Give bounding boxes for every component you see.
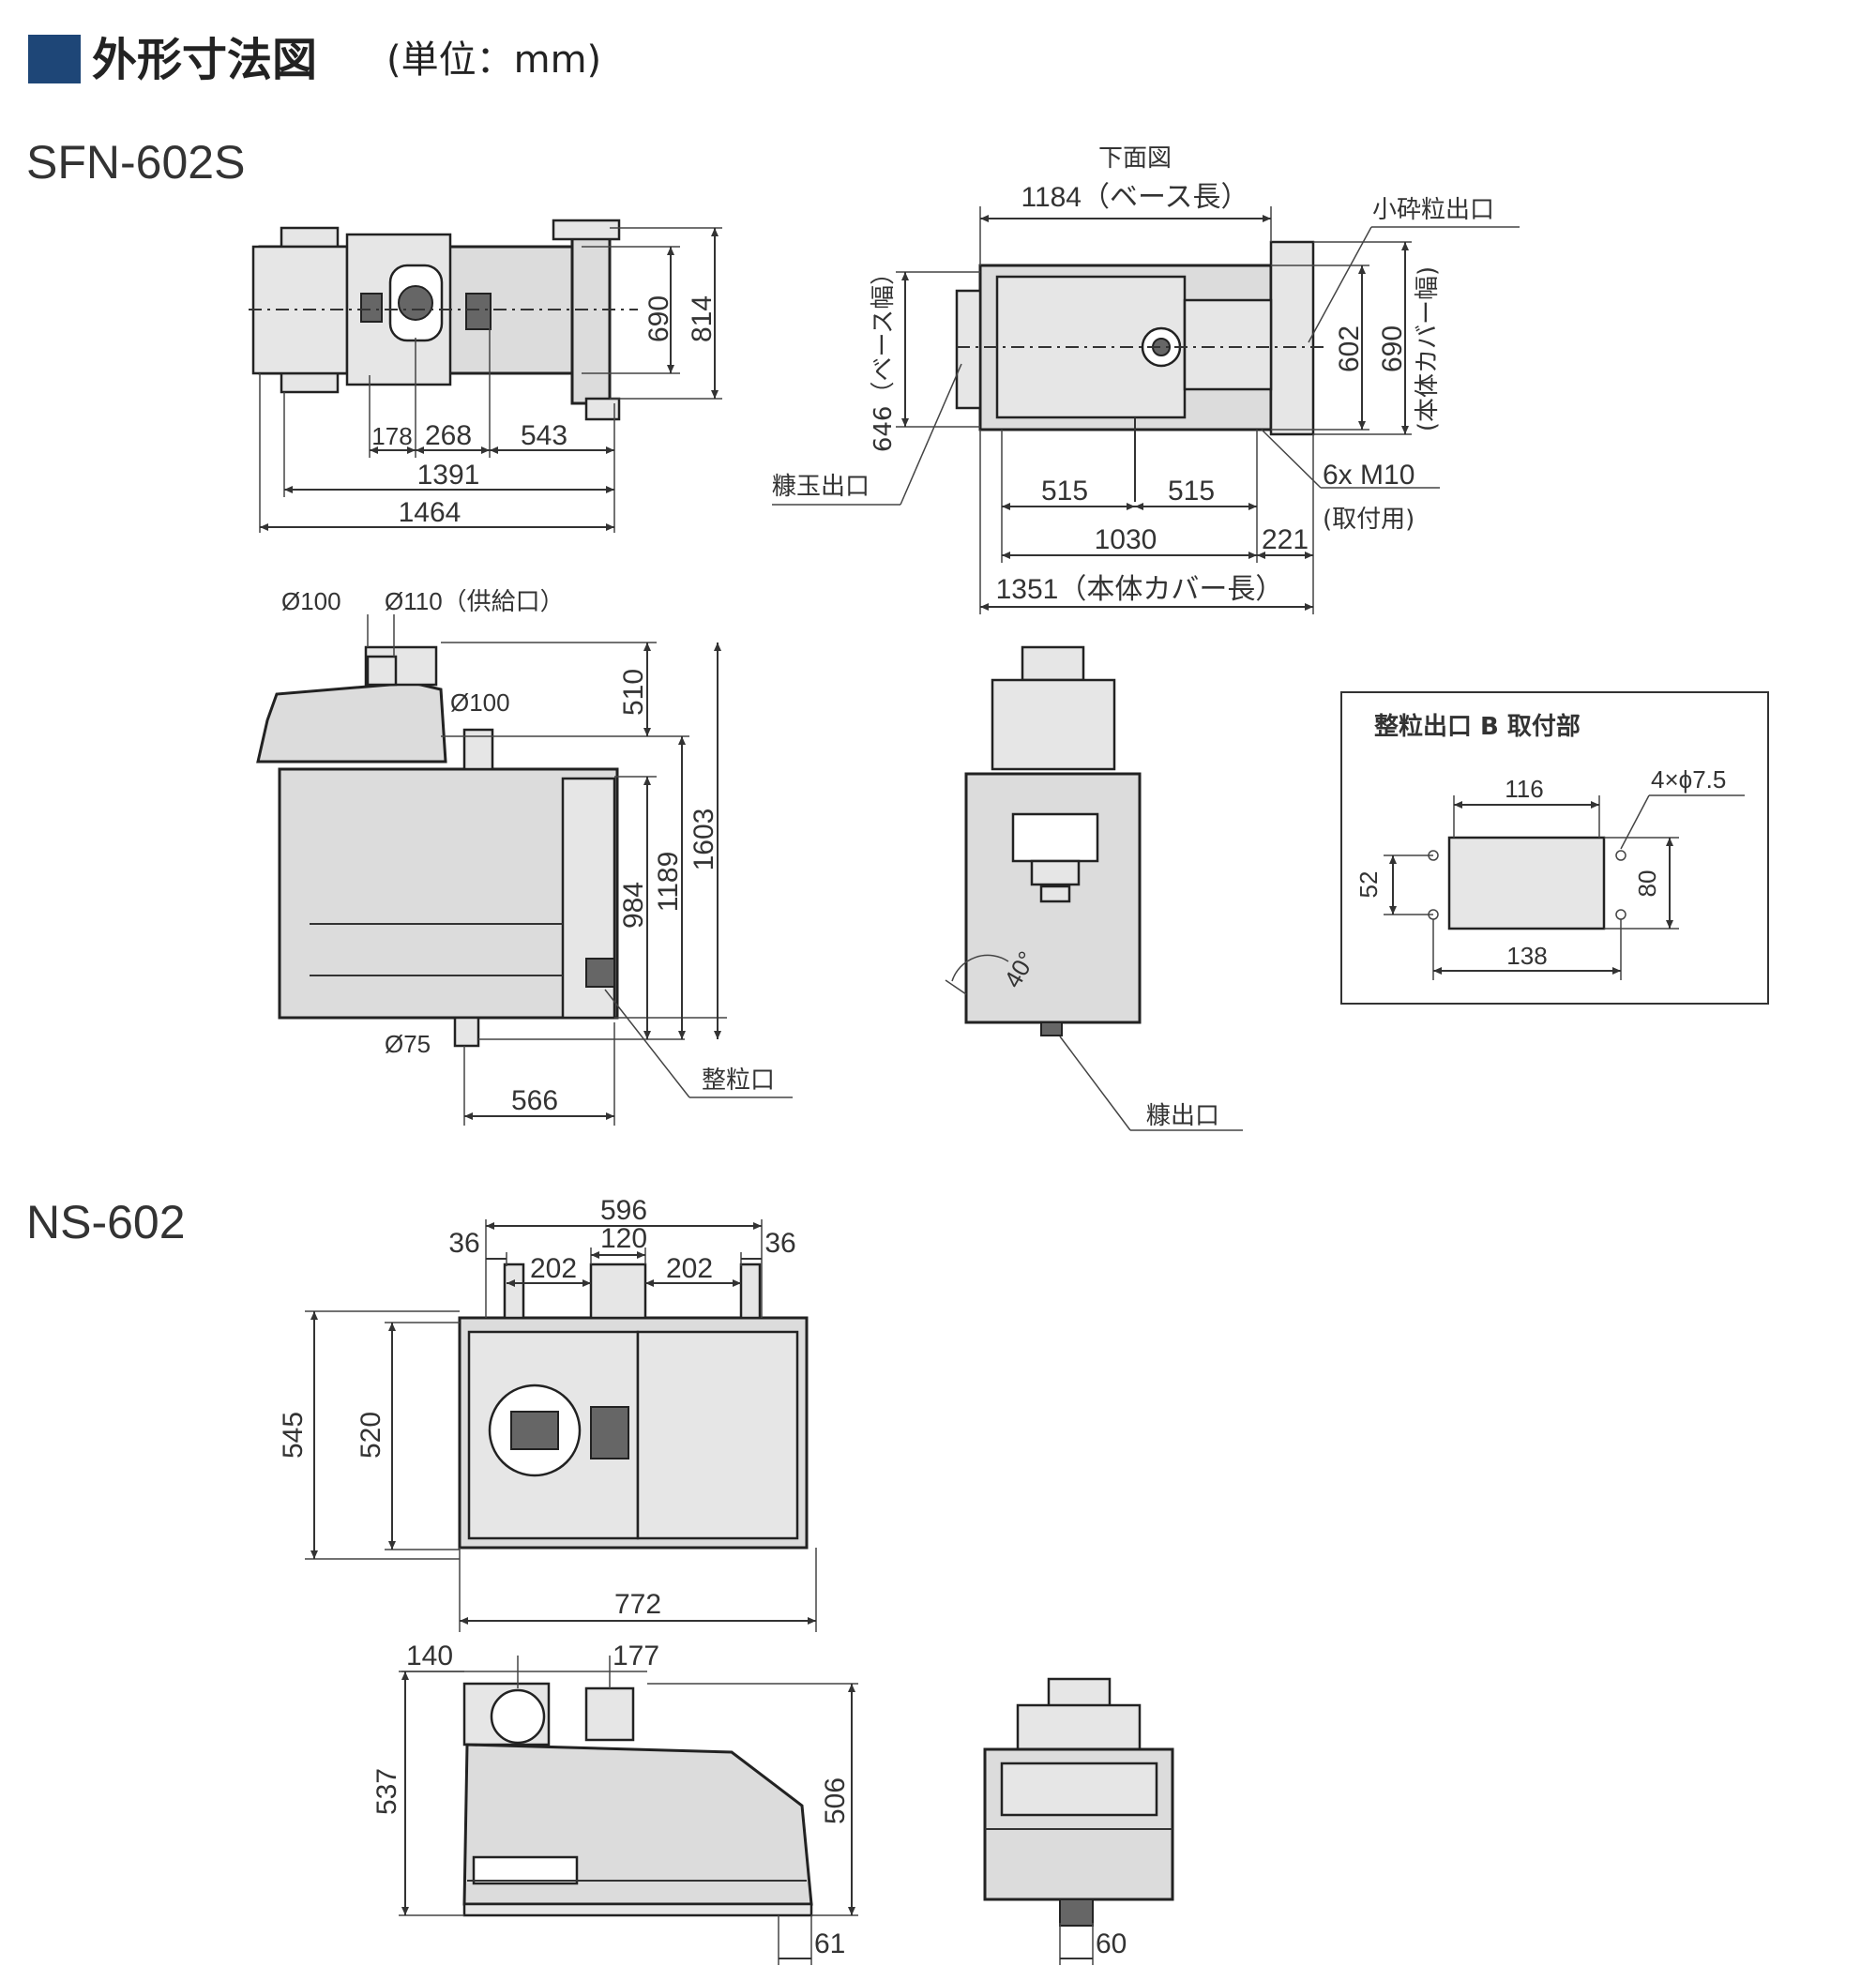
sfn-top-d1391: 1391 — [417, 460, 480, 491]
ns-top-dimensions: 596 36 36 120 202 202 545 520 772 — [278, 1195, 817, 1632]
ns-front-d60: 60 — [1096, 1928, 1127, 1959]
sfn-bottom-d690: 690 — [1377, 325, 1408, 372]
ns-side-view — [462, 1682, 813, 1917]
sfn-inset-holes: 4×ϕ7.5 — [1651, 765, 1726, 794]
ns-side-d177: 177 — [613, 1641, 659, 1671]
ns-top-d202b: 202 — [666, 1253, 713, 1284]
sfn-bran-outlet-label: 糠出口 — [1146, 1102, 1219, 1130]
sfn-top-d814: 814 — [687, 295, 718, 342]
sfn-cover-width-label: (本体カバー幅) — [1414, 266, 1442, 431]
sfn-inset-title: 整粒出口 B 取付部 — [1374, 712, 1581, 741]
sfn-bottom-view — [955, 240, 1327, 502]
model-name-ns: NS-602 — [26, 1196, 186, 1248]
ns-top-d772: 772 — [614, 1589, 661, 1620]
ns-side-d506: 506 — [820, 1777, 851, 1824]
sfn-top-dimensions: 690 814 178 268 543 1391 1464 — [259, 227, 722, 533]
sfn-inset-d52: 52 — [1354, 871, 1383, 899]
ns-top-d520: 520 — [356, 1412, 386, 1459]
sfn-top-d1464: 1464 — [399, 497, 461, 528]
sfn-bottom-d1351: 1351（本体カバー長） — [996, 574, 1284, 605]
sfn-fine-outlet-label: 糠玉出口 — [772, 473, 870, 501]
sfn-bottom-d602: 602 — [1334, 325, 1365, 372]
ns-front-view — [983, 1677, 1174, 1927]
sfn-side-d110: Ø110（供給口） — [385, 587, 565, 615]
sfn-top-d543: 543 — [521, 420, 567, 451]
sfn-top-d268: 268 — [425, 420, 472, 451]
sfn-side-d75: Ø75 — [385, 1030, 431, 1058]
sfn-bottom-d646: 646（ベース幅） — [870, 261, 898, 452]
ns-top-d120: 120 — [600, 1223, 647, 1254]
sfn-bottom-d221: 221 — [1262, 524, 1309, 555]
sfn-front-view — [964, 645, 1142, 1036]
ns-front-dimensions: 60 — [1059, 1923, 1127, 1965]
sfn-grain-port-label: 整粒口 — [702, 1066, 775, 1095]
sfn-bottom-dimensions: 1184（ベース長） 小砕粒出口 646（ベース幅） 602 690 (本体カバ… — [772, 182, 1520, 614]
ns-top-d202a: 202 — [530, 1253, 577, 1284]
sfn-side-dimensions: Ø100 Ø110（供給口） Ø100 510 1603 1189 984 Ø7… — [281, 587, 793, 1126]
sfn-inset-box: 整粒出口 B 取付部 116 4×ϕ7.5 52 80 138 — [1340, 691, 1769, 1005]
ns-side-d140: 140 — [406, 1641, 453, 1671]
ns-top-d36a: 36 — [448, 1228, 479, 1259]
sfn-bolt-note: (取付用) — [1323, 506, 1415, 534]
sfn-bottom-view-title: 下面図 — [1098, 144, 1172, 173]
unit-note: (単位：mm) — [386, 38, 601, 82]
sfn-bottom-d1030: 1030 — [1095, 524, 1157, 555]
sfn-inset-d116: 116 — [1505, 775, 1543, 803]
sfn-top-d690: 690 — [643, 295, 674, 342]
sfn-inset-d80: 80 — [1633, 870, 1661, 898]
model-name-sfn: SFN-602S — [26, 136, 245, 189]
sfn-bottom-d515a: 515 — [1041, 476, 1088, 507]
sfn-side-d100b: Ø100 — [450, 688, 510, 717]
sfn-small-outlet-label: 小砕粒出口 — [1372, 196, 1494, 224]
sfn-bolt-label: 6x M10 — [1323, 460, 1415, 491]
ns-top-d545: 545 — [278, 1412, 309, 1459]
ns-side-d61: 61 — [814, 1928, 845, 1959]
sfn-side-d510: 510 — [618, 669, 649, 716]
ns-side-d537: 537 — [371, 1768, 402, 1815]
ns-top-view — [458, 1263, 809, 1550]
sfn-inset-d138: 138 — [1506, 942, 1547, 970]
sfn-side-d984: 984 — [618, 882, 649, 929]
sfn-side-view — [256, 645, 619, 1048]
sfn-top-d178: 178 — [371, 422, 412, 450]
sfn-side-d1189: 1189 — [653, 852, 684, 913]
ns-top-d36b: 36 — [764, 1228, 795, 1259]
title-square-icon — [28, 35, 81, 83]
sfn-top-view — [249, 219, 638, 421]
sfn-bottom-d1184: 1184（ベース長） — [1021, 182, 1248, 213]
ns-top-d596: 596 — [600, 1195, 647, 1226]
sfn-side-d1603: 1603 — [688, 809, 719, 871]
sfn-bottom-d515b: 515 — [1168, 476, 1215, 507]
sfn-side-d566: 566 — [511, 1085, 558, 1116]
ns-side-dimensions: 140 177 537 506 61 — [371, 1641, 858, 1965]
page-title: 外形寸法図 — [92, 34, 317, 86]
sfn-side-d100: Ø100 — [281, 587, 341, 615]
